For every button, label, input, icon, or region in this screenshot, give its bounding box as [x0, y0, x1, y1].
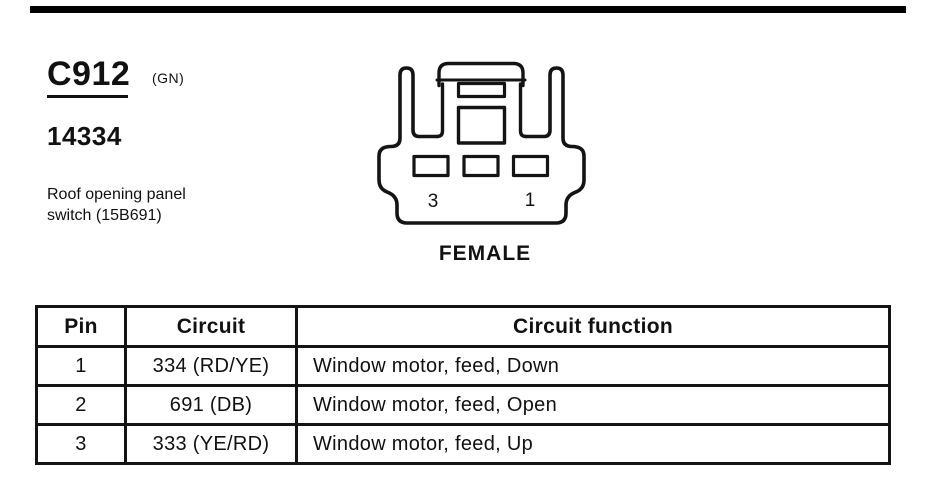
circuit-cell: 334 (RD/YE)	[124, 345, 298, 387]
pin-slot-2	[462, 154, 500, 178]
connector-diagram: 3 1	[377, 61, 586, 225]
connector-gender-label: FEMALE	[438, 242, 532, 265]
top-rule-bar	[30, 6, 906, 13]
connector-id: C912	[47, 55, 131, 93]
pin-label-3: 3	[428, 191, 439, 212]
pin-cell: 3	[35, 423, 127, 465]
component-description: Roof opening panel switch (15B691)	[47, 184, 186, 226]
table-row: 2 691 (DB) Window motor, feed, Open	[35, 384, 891, 426]
col-header-circuit-function: Circuit function	[295, 305, 891, 348]
description-line-1: Roof opening panel	[47, 186, 186, 203]
pin-cell: 1	[35, 345, 127, 387]
connector-body-outline	[377, 66, 586, 225]
circuit-cell: 333 (YE/RD)	[124, 423, 298, 465]
function-cell: Window motor, feed, Down	[295, 345, 891, 387]
description-line-2: switch (15B691)	[47, 207, 162, 224]
pin-table: Pin Circuit Circuit function 1 334 (RD/Y…	[35, 305, 891, 465]
connector-stem-right-wall	[518, 82, 528, 139]
connector-color-code: (GN)	[152, 70, 185, 86]
part-number: 14334	[47, 121, 122, 151]
table-header-row: Pin Circuit Circuit function	[35, 305, 891, 348]
connector-id-underline	[47, 95, 128, 98]
pin-cell: 2	[35, 384, 127, 426]
circuit-cell: 691 (DB)	[124, 384, 298, 426]
function-cell: Window motor, feed, Up	[295, 423, 891, 465]
connector-latch-cap	[437, 61, 525, 88]
pin-label-1: 1	[525, 190, 536, 211]
pin-slot-3	[412, 154, 450, 178]
connector-stem-left-wall	[435, 82, 445, 139]
col-header-circuit: Circuit	[124, 305, 298, 348]
function-cell: Window motor, feed, Open	[295, 384, 891, 426]
cavity-window	[456, 105, 507, 145]
pin-slot-1	[511, 154, 550, 178]
col-header-pin: Pin	[35, 305, 127, 348]
latch-window	[456, 81, 507, 99]
table-row: 1 334 (RD/YE) Window motor, feed, Down	[35, 345, 891, 387]
table-row: 3 333 (YE/RD) Window motor, feed, Up	[35, 423, 891, 465]
